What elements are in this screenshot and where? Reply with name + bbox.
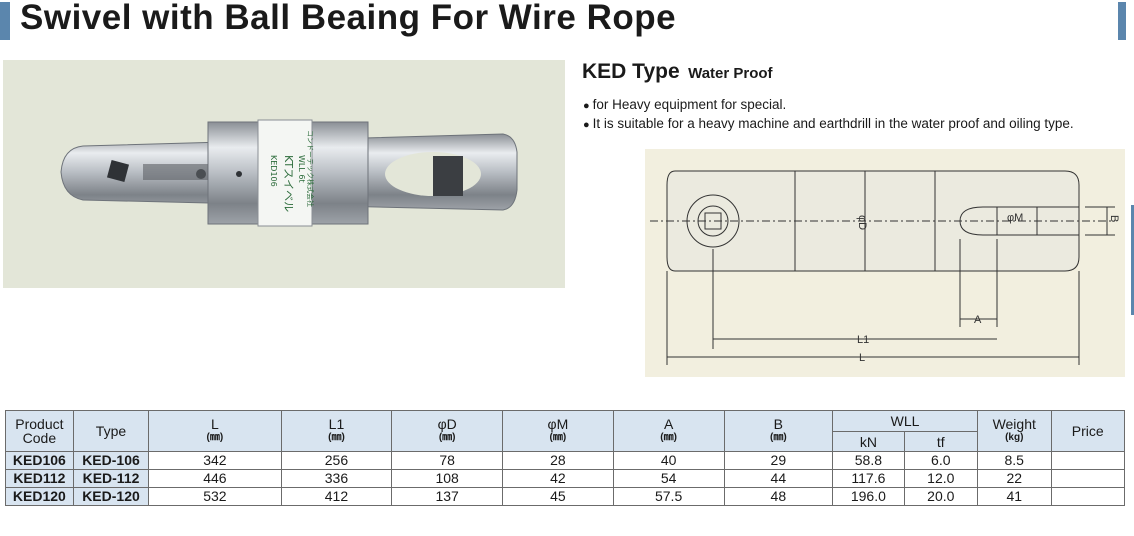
cell-type: KED-106 [72,451,150,470]
cell-price [1050,487,1126,506]
col-header-weight: Weight(kg) [976,410,1052,452]
dim-label-l: L [859,352,865,364]
side-accent-mark [1131,205,1134,315]
cell-code: KED112 [5,469,74,488]
col-header-kn: kN [832,431,905,452]
bullet-icon: ● [583,100,590,112]
cell-m: 28 [502,451,614,470]
cell-d: 78 [391,451,504,470]
dim-label-a: A [974,314,982,326]
dimension-diagram: φD φM B A L1 L [645,149,1125,377]
cell-type: KED-112 [72,469,150,488]
dim-label-b: B [1108,215,1120,222]
table-row: KED112 KED-112 446 336 108 42 54 44 117.… [5,469,1126,488]
type-heading: KED Type Water Proof [582,60,773,84]
cell-kn: 117.6 [832,469,905,488]
dim-label-l1: L1 [857,334,869,346]
table-row: KED106 KED-106 342 256 78 28 40 29 58.8 … [5,451,1126,470]
cell-a: 54 [612,469,725,488]
type-heading-main: KED Type [582,60,680,83]
title-accent-bar [0,2,10,40]
col-header-l: L(㎜) [148,410,282,452]
table-subheader-row: kN tf [6,431,1125,452]
col-header-tf: tf [903,431,978,452]
photo-label-wll: WLL 6t [297,155,306,183]
cell-kn: 196.0 [832,487,905,506]
cell-kn: 58.8 [832,451,905,470]
col-header-price: Price [1050,410,1126,452]
feature-item: ●for Heavy equipment for special. [583,97,787,112]
col-header-type: Type [72,410,150,452]
col-header-l1: L1(㎜) [280,410,393,452]
cell-tf: 20.0 [903,487,978,506]
col-header-wll: WLL [832,410,978,432]
title-accent-bar-right [1118,2,1126,40]
bullet-icon: ● [583,119,590,131]
page-title: Swivel with Ball Beaing For Wire Rope [20,0,677,37]
title-bar: Swivel with Ball Beaing For Wire Rope [0,0,1134,42]
cell-l1: 256 [280,451,393,470]
cell-weight: 8.5 [976,451,1052,470]
cell-l1: 336 [280,469,393,488]
cell-price [1050,451,1126,470]
cell-l: 446 [148,469,282,488]
cell-tf: 12.0 [903,469,978,488]
cell-m: 42 [502,469,614,488]
photo-label-main: KTスイベル [282,155,295,212]
type-heading-sub: Water Proof [688,65,773,82]
cell-d: 108 [391,469,504,488]
col-header-d: φD(㎜) [391,410,504,452]
cell-a: 40 [612,451,725,470]
cell-type: KED-120 [72,487,150,506]
dimension-drawing: φD φM B A L1 L [650,170,1120,365]
photo-label-maker: コンドーテック株式会社 [306,130,315,207]
dim-label-m: φM [1007,212,1023,224]
feature-item: ●It is suitable for a heavy machine and … [583,116,1074,131]
cell-weight: 22 [976,469,1052,488]
feature-list: ●for Heavy equipment for special. ●It is… [583,96,1074,134]
cell-tf: 6.0 [903,451,978,470]
col-header-a: A(㎜) [612,410,725,452]
product-photo: KTスイベル KED106 WLL 6t コンドーテック株式会社 [3,60,565,288]
cell-price [1050,469,1126,488]
cell-m: 45 [502,487,614,506]
cell-b: 44 [723,469,834,488]
cell-weight: 41 [976,487,1052,506]
table-row: KED120 KED-120 532 412 137 45 57.5 48 19… [5,487,1126,506]
cell-code: KED106 [5,451,74,470]
cell-a: 57.5 [612,487,725,506]
dim-label-d: φD [856,215,868,230]
photo-label-code: KED106 [269,155,278,187]
col-header-b: B(㎜) [723,410,834,452]
col-header-m: φM(㎜) [502,410,614,452]
cell-code: KED120 [5,487,74,506]
swivel-photo-illustration: KTスイベル KED106 WLL 6t コンドーテック株式会社 [60,119,518,227]
cell-l1: 412 [280,487,393,506]
cell-d: 137 [391,487,504,506]
cell-l: 532 [148,487,282,506]
cell-b: 29 [723,451,834,470]
cell-b: 48 [723,487,834,506]
cell-l: 342 [148,451,282,470]
